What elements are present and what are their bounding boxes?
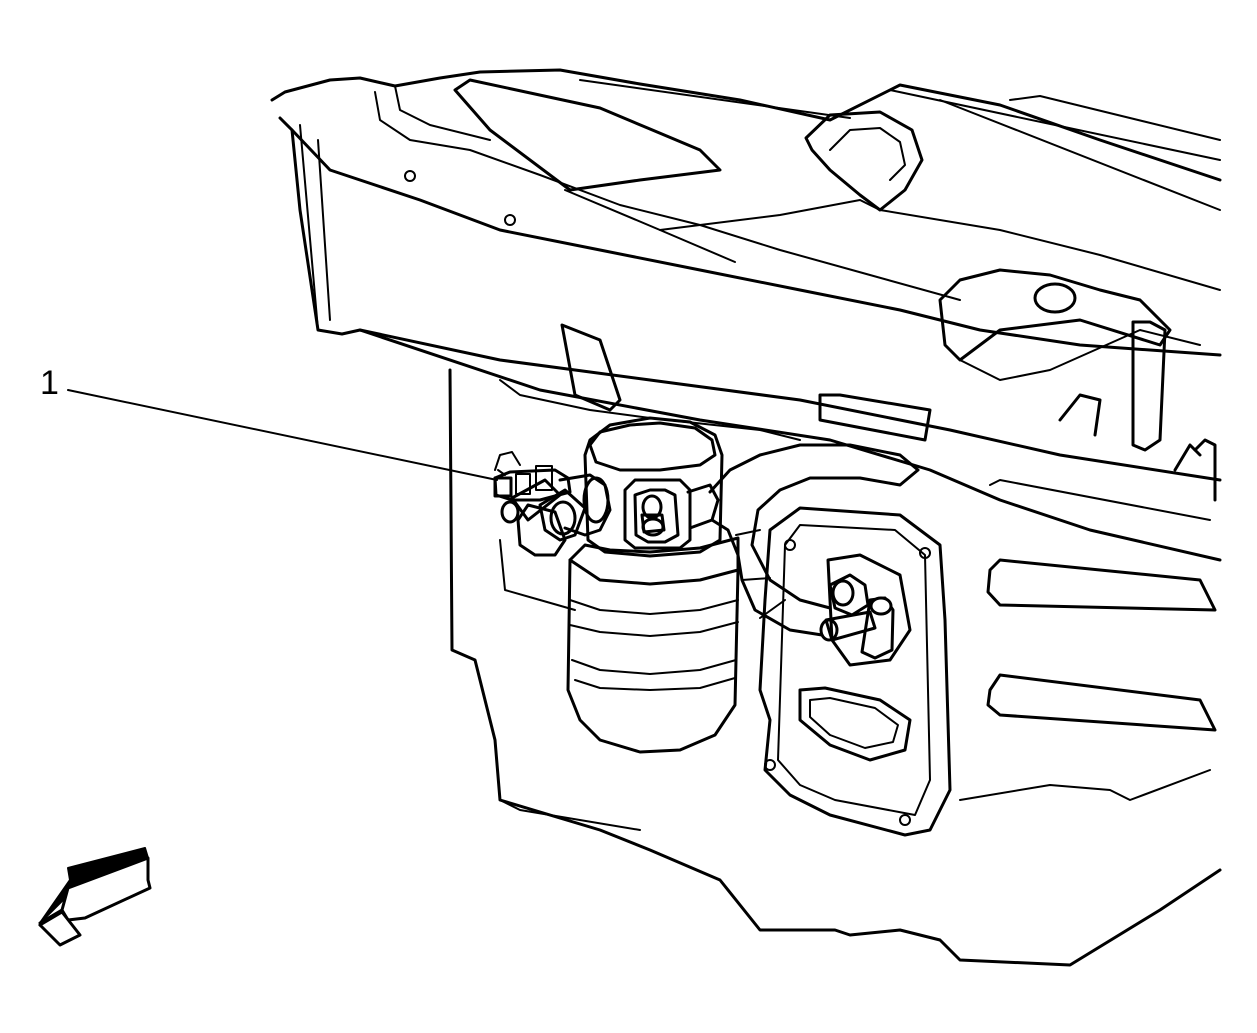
evaporator-mounting-plate [758, 506, 952, 837]
view-direction-arrow-icon [38, 847, 152, 947]
callout-1-leader [67, 389, 498, 481]
refrigerant-hose [708, 443, 920, 637]
receiver-dryer [500, 416, 740, 754]
lower-support-panel [448, 323, 1222, 967]
upper-body-panel [270, 68, 1222, 562]
pressure-switch-connector [493, 451, 572, 502]
callout-1-label: 1 [40, 364, 59, 402]
